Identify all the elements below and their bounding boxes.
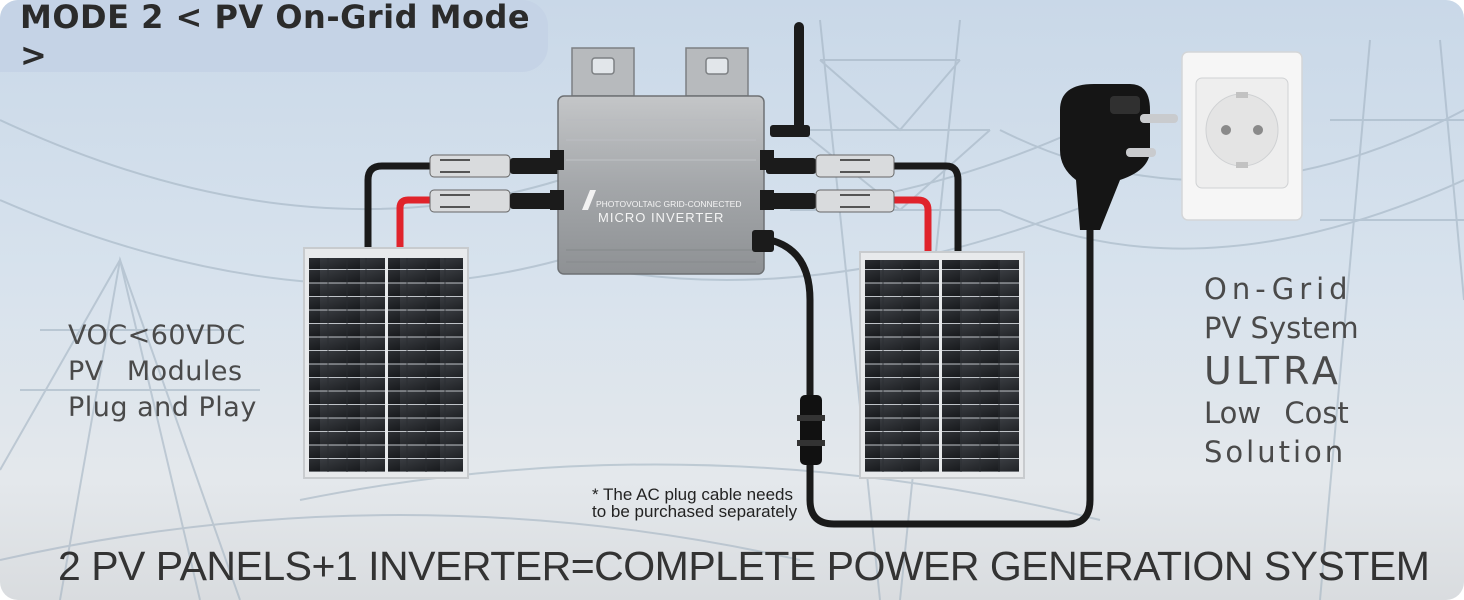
right-feature-text: On-Grid PV System ULTRA Low Cost Solutio… [1204,270,1360,472]
cable-red-left [396,196,440,248]
footnote-line: * The AC plug cable needs [592,485,793,504]
inverter-icon: PHOTOVOLTAIC GRID-CONNECTED MICRO INVERT… [550,95,774,275]
left-feature-text: VOC<60VDC PV Modules Plug and Play [68,318,257,426]
inverter-bracket [571,47,749,97]
mc4-connector-right-bottom [766,189,895,213]
ac-connector [797,395,825,465]
ac-cable [769,200,1094,528]
mc4-connector-left-bottom [429,189,560,213]
right-feature-line: Solution [1204,435,1347,469]
footnote-line: to be purchased separately [592,502,798,521]
solar-panel-icon [859,251,1025,479]
socket-icon [1181,51,1303,221]
left-feature-line: Plug and Play [68,392,257,423]
footnote: * The AC plug cable needs to be purchase… [592,486,797,520]
right-feature-line: PV System [1204,311,1359,345]
right-feature-line: On-Grid [1204,272,1353,306]
mode-badge: MODE 2 < PV On-Grid Mode > [0,0,548,74]
mc4-connector-right-top [766,154,895,178]
antenna-icon [770,22,810,137]
cable-red-right [890,196,932,252]
inverter-label-line1: PHOTOVOLTAIC GRID-CONNECTED [596,199,741,209]
right-feature-line: ULTRA [1204,349,1342,393]
right-feature-line: Low Cost [1204,396,1349,430]
mc4-connector-left-top [429,154,560,178]
left-feature-line: VOC<60VDC [68,320,246,351]
inverter-label-line2: MICRO INVERTER [598,210,724,225]
bottom-slogan: 2 PV PANELS+1 INVERTER=COMPLETE POWER GE… [58,543,1430,589]
plug-icon [1060,84,1178,230]
left-feature-line: PV Modules [68,356,243,387]
cable-black-left [364,162,440,248]
cable-black-right [890,162,962,252]
solar-panel-icon [303,247,469,479]
